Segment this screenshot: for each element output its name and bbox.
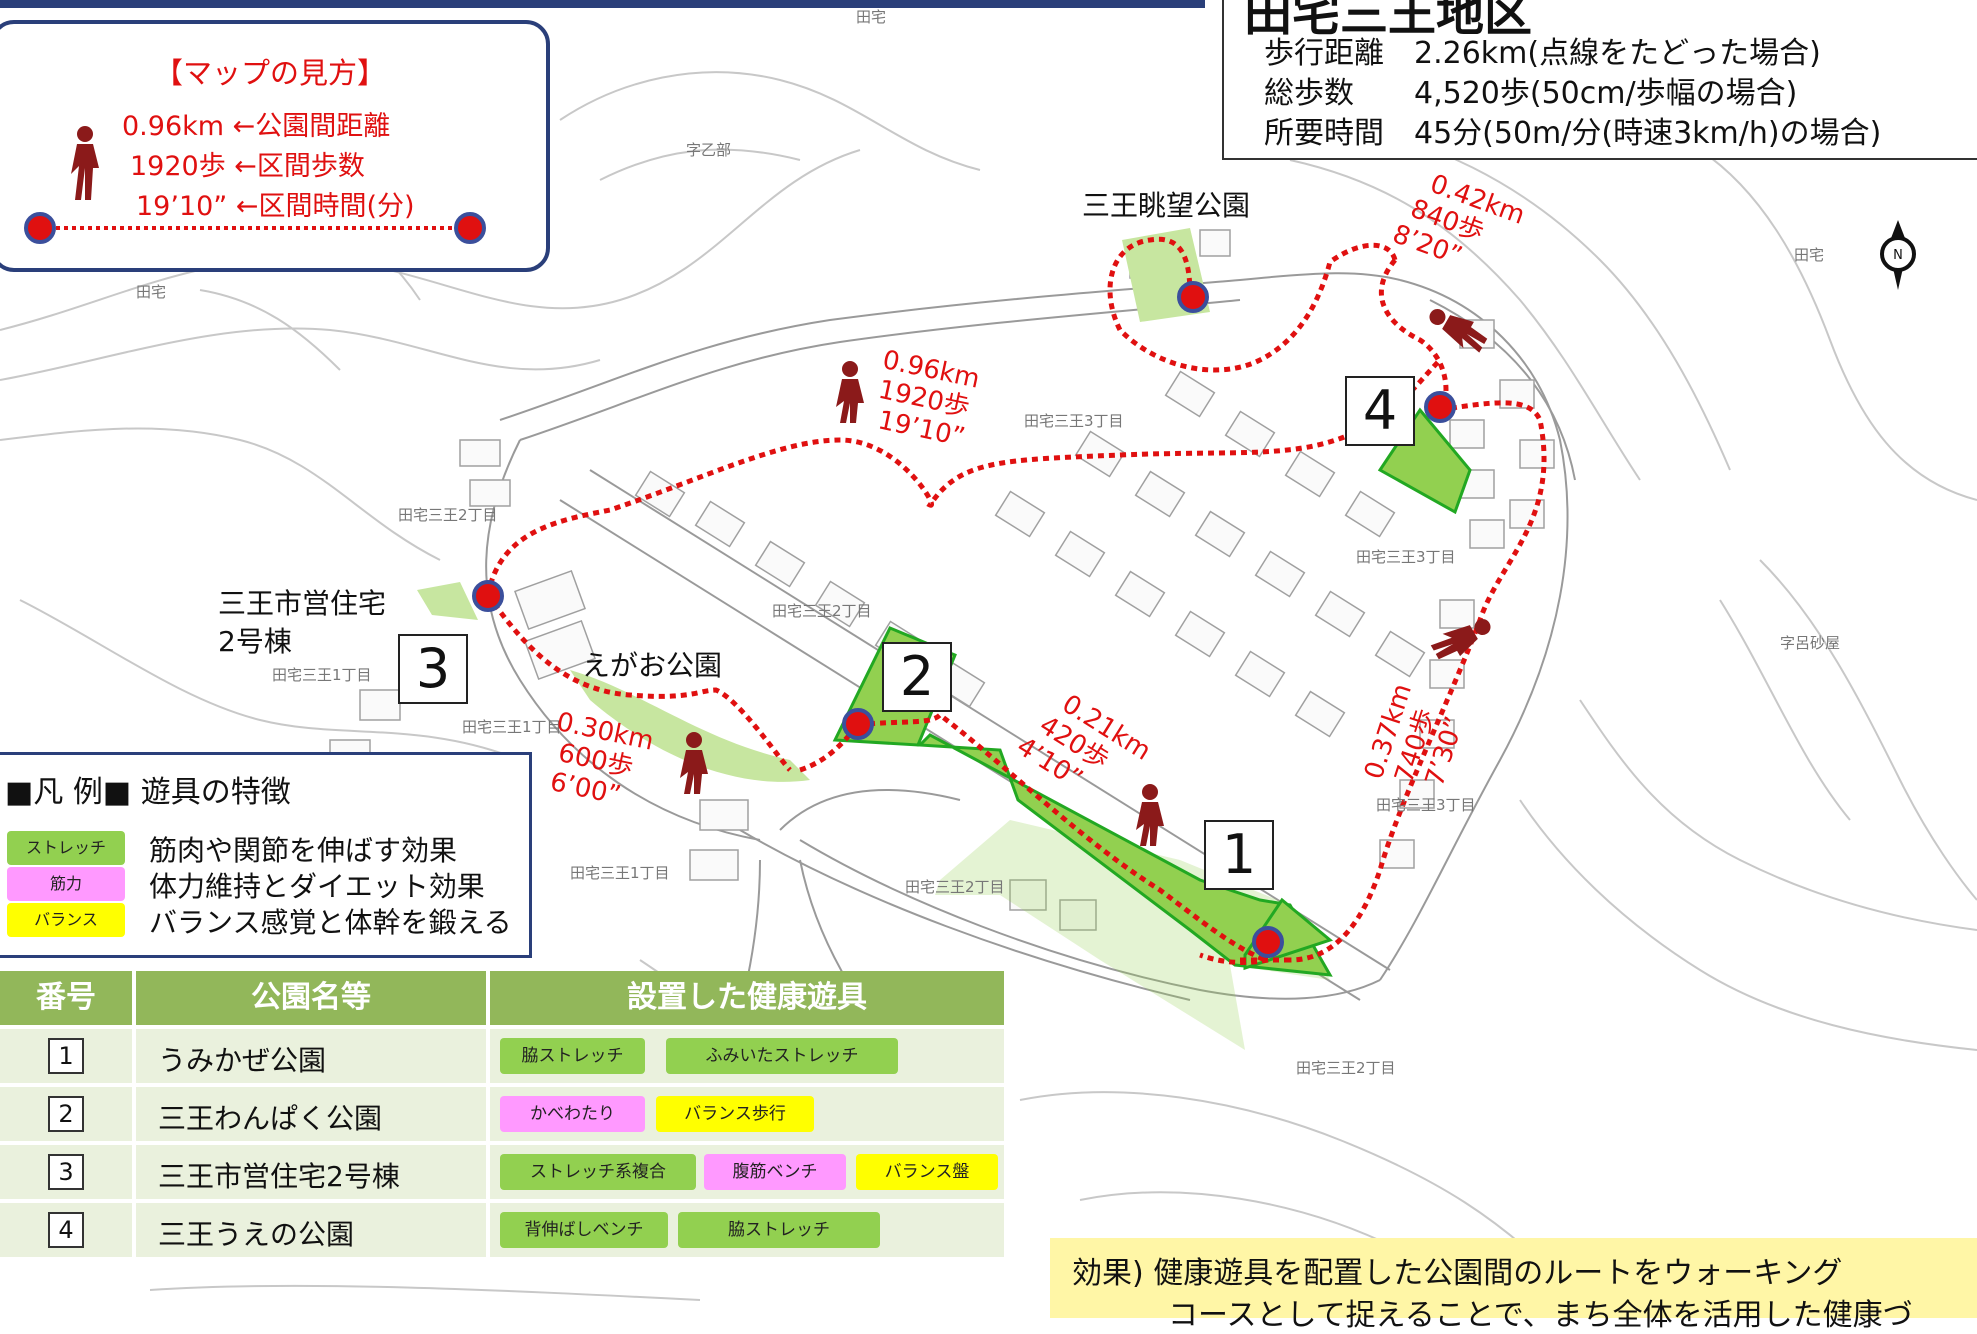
equipment-chip: 脇ストレッチ bbox=[678, 1212, 880, 1248]
table-header-number: 番号 bbox=[0, 971, 132, 1025]
row-number: 3 bbox=[48, 1154, 84, 1190]
district-label: 田宅 bbox=[856, 8, 887, 26]
district-label: 田宅 bbox=[1794, 246, 1825, 264]
park-number-1: 1 bbox=[1204, 820, 1274, 890]
row-number: 1 bbox=[48, 1038, 84, 1074]
park-number-3: 3 bbox=[398, 634, 468, 704]
district-label: 田宅三王2丁目 bbox=[905, 878, 1005, 896]
light-park-areas bbox=[417, 582, 810, 782]
stop-marker-3 bbox=[472, 580, 504, 612]
howto-sample-route bbox=[24, 212, 486, 244]
district-label: 字呂砂屋 bbox=[1780, 634, 1841, 652]
district-label: 田宅三王2丁目 bbox=[398, 506, 498, 524]
walker-icon bbox=[1136, 784, 1164, 846]
howto-time: 19’10” ←区間時間(分) bbox=[136, 191, 415, 222]
park-number-4: 4 bbox=[1345, 376, 1415, 446]
park-areas bbox=[832, 228, 1472, 1050]
walker-icon bbox=[836, 361, 864, 423]
place-label-egao-park: えがお公園 bbox=[582, 649, 723, 682]
equipment-chip: 腹筋ベンチ bbox=[704, 1154, 846, 1190]
route-stop-markers bbox=[472, 281, 1456, 958]
equipment-legend: ■凡 例■ 遊具の特徴 ストレッチ 筋肉や関節を伸ばす効果 筋力 体力維持とダイ… bbox=[0, 752, 532, 958]
district-label: 田宅三王3丁目 bbox=[1024, 412, 1124, 430]
park-number-2: 2 bbox=[882, 642, 952, 712]
effect-line-1: 効果) 健康遊具を配置した公園間のルートをウォーキング bbox=[1072, 1256, 1843, 1291]
stop-marker-choubou bbox=[1177, 281, 1209, 313]
equipment-chip: ストレッチ系複合 bbox=[500, 1154, 696, 1190]
howto-distance: 0.96km ←公園間距離 bbox=[122, 111, 391, 142]
map-legend-howto: 【マップの見方】 0.96km ←公園間距離 1920歩 ←区間歩数 19’10… bbox=[0, 20, 550, 272]
row-park-name: うみかぜ公園 bbox=[158, 1044, 327, 1077]
table-header-equipment: 設置した健康遊具 bbox=[490, 971, 1004, 1025]
walker-icon bbox=[1430, 619, 1491, 660]
district-label: 田宅三王3丁目 bbox=[1356, 548, 1456, 566]
district-label: 田宅三王1丁目 bbox=[462, 718, 562, 736]
stop-marker-4 bbox=[1424, 391, 1456, 423]
place-label-shiei: 三王市営住宅 bbox=[218, 587, 387, 620]
compass-letter: N bbox=[1893, 248, 1903, 263]
equipment-chip: 脇ストレッチ bbox=[500, 1038, 645, 1074]
district-label: 田宅三王1丁目 bbox=[272, 666, 372, 684]
howto-steps: 1920歩 ←区間歩数 bbox=[130, 151, 365, 182]
equipment-chip: かべわたり bbox=[500, 1096, 645, 1132]
district-label: 田宅三王1丁目 bbox=[570, 864, 670, 882]
equipment-chip: バランス盤 bbox=[856, 1154, 998, 1190]
walker-icon bbox=[71, 126, 99, 200]
place-label-choubou-park: 三王眺望公園 bbox=[1082, 189, 1251, 222]
effect-note: 効果) 健康遊具を配置した公園間のルートをウォーキング コースとして捉えることで… bbox=[1050, 1238, 1977, 1333]
district-label: 田宅三王3丁目 bbox=[1376, 796, 1476, 814]
stop-marker-1 bbox=[1252, 926, 1284, 958]
district-label: 田宅三王2丁目 bbox=[1296, 1059, 1396, 1077]
effect-line-2: コースとして捉えることで、まち全体を活用した健康づ bbox=[1168, 1298, 1913, 1333]
row-park-name: 三王わんぱく公園 bbox=[158, 1102, 383, 1135]
walker-icons bbox=[680, 309, 1491, 846]
district-label: 田宅 bbox=[136, 283, 167, 301]
compass-icon: N bbox=[1880, 220, 1916, 290]
walker-icon bbox=[680, 732, 708, 794]
district-label: 田宅三王2丁目 bbox=[772, 602, 872, 620]
park-equipment-table: 番号 公園名等 設置した健康遊具 1 うみかぜ公園 脇ストレッチ ふみいたストレ… bbox=[0, 971, 1004, 1264]
row-park-name: 三王市営住宅2号棟 bbox=[158, 1160, 400, 1193]
row-number: 4 bbox=[48, 1212, 84, 1248]
row-number: 2 bbox=[48, 1096, 84, 1132]
equipment-chip: ふみいたストレッチ bbox=[666, 1038, 898, 1074]
stop-marker-2 bbox=[842, 708, 874, 740]
place-label-shiei-building: 2号棟 bbox=[218, 625, 292, 658]
equipment-chip: 背伸ばしベンチ bbox=[500, 1212, 668, 1248]
table-header-park: 公園名等 bbox=[136, 971, 486, 1025]
equipment-chip: バランス歩行 bbox=[656, 1096, 814, 1132]
walker-icon bbox=[1429, 309, 1488, 353]
row-park-name: 三王うえの公園 bbox=[158, 1218, 355, 1251]
district-label: 字乙部 bbox=[686, 141, 732, 159]
legend-header: ■凡 例■ 遊具の特徴 bbox=[5, 775, 291, 810]
howto-title: 【マップの見方】 bbox=[153, 56, 386, 90]
area-title: 田宅三王地区 bbox=[1244, 0, 1533, 42]
